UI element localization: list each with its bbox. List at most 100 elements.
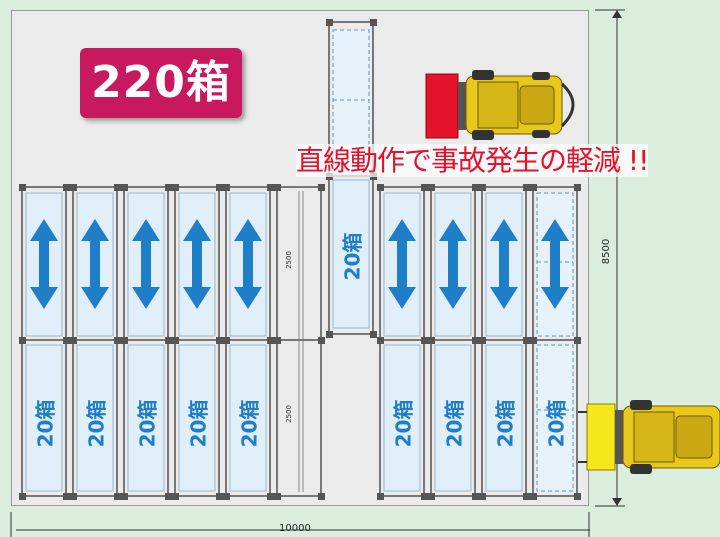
rack-post bbox=[326, 19, 333, 26]
storage-box bbox=[25, 344, 63, 492]
rack-post bbox=[121, 493, 128, 500]
aisle-storage-box bbox=[332, 179, 370, 329]
rack-post bbox=[172, 337, 179, 344]
rack-post bbox=[63, 184, 70, 191]
rack-post bbox=[267, 184, 274, 191]
box-count-label: 20箱 bbox=[237, 399, 262, 448]
box-count-label: 20箱 bbox=[391, 399, 416, 448]
double-arrow-icon bbox=[81, 219, 109, 241]
rack-post bbox=[216, 184, 223, 191]
rack-post bbox=[370, 19, 377, 26]
warning-caption: 直線動作で事故発生の軽減 !! bbox=[296, 143, 649, 179]
rack-post bbox=[523, 337, 530, 344]
double-arrow-icon bbox=[550, 239, 560, 289]
double-arrow-icon bbox=[490, 219, 518, 241]
box-count-label: 20箱 bbox=[135, 399, 160, 448]
storage-box bbox=[229, 344, 267, 492]
storage-box bbox=[383, 344, 421, 492]
rack-post bbox=[63, 337, 70, 344]
box-count-label: 20箱 bbox=[84, 399, 109, 448]
rack-post bbox=[70, 493, 77, 500]
total-boxes-badge: 220箱 bbox=[80, 48, 242, 118]
storage-box bbox=[485, 192, 523, 337]
rack-post bbox=[472, 337, 479, 344]
rack-post bbox=[377, 493, 384, 500]
box-count-label: 20箱 bbox=[493, 399, 518, 448]
double-arrow-icon bbox=[490, 287, 518, 309]
rack-post bbox=[165, 184, 172, 191]
rack-post bbox=[421, 184, 428, 191]
double-arrow-icon bbox=[397, 239, 407, 289]
rack-post bbox=[165, 337, 172, 344]
double-arrow-icon bbox=[90, 239, 100, 289]
rack-post bbox=[479, 337, 486, 344]
double-arrow-icon bbox=[30, 287, 58, 309]
rack-post bbox=[19, 337, 26, 344]
double-arrow-icon bbox=[439, 287, 467, 309]
rack-post bbox=[63, 493, 70, 500]
double-arrow-icon bbox=[234, 219, 262, 241]
rack-post bbox=[377, 337, 384, 344]
forklift-bottom-icon bbox=[578, 400, 720, 474]
double-arrow-icon bbox=[448, 239, 458, 289]
rack-post bbox=[19, 184, 26, 191]
double-arrow-icon bbox=[30, 219, 58, 241]
rack-post bbox=[70, 337, 77, 344]
rack-post bbox=[428, 337, 435, 344]
width-dimension: 10000 bbox=[279, 523, 311, 534]
double-arrow-icon bbox=[388, 287, 416, 309]
rack-post bbox=[472, 184, 479, 191]
dim-arrow-top-icon bbox=[612, 10, 622, 18]
rack-post bbox=[523, 493, 530, 500]
double-arrow-icon bbox=[183, 219, 211, 241]
rack-post bbox=[523, 184, 530, 191]
storage-box bbox=[127, 344, 165, 492]
rack-post bbox=[223, 337, 230, 344]
rack-post bbox=[574, 337, 581, 344]
rack-post bbox=[421, 493, 428, 500]
rack-post bbox=[114, 337, 121, 344]
storage-box bbox=[536, 344, 574, 492]
double-arrow-icon bbox=[234, 287, 262, 309]
rack-post bbox=[267, 493, 274, 500]
double-arrow-icon bbox=[439, 219, 467, 241]
rack-post bbox=[274, 184, 281, 191]
dim-arrow-bottom-icon bbox=[612, 498, 622, 506]
box-count-label: 20箱 bbox=[544, 399, 569, 448]
double-arrow-icon bbox=[81, 287, 109, 309]
rack-post bbox=[479, 184, 486, 191]
double-arrow-icon bbox=[39, 239, 49, 289]
rack-post bbox=[318, 337, 325, 344]
rack-post bbox=[223, 184, 230, 191]
rack-post bbox=[216, 493, 223, 500]
warning-text: 直線動作で事故発生の軽減 !! bbox=[296, 144, 649, 177]
rack-post bbox=[574, 184, 581, 191]
double-arrow-icon bbox=[192, 239, 202, 289]
rack-post bbox=[370, 331, 377, 338]
rack-post bbox=[172, 184, 179, 191]
double-arrow-icon bbox=[132, 219, 160, 241]
bay-dimension-lower: 2500 bbox=[284, 405, 293, 423]
storage-box bbox=[76, 344, 114, 492]
rack-post bbox=[121, 337, 128, 344]
rack-post bbox=[318, 493, 325, 500]
double-arrow-icon bbox=[141, 239, 151, 289]
rack-post bbox=[530, 493, 537, 500]
rack-post bbox=[318, 184, 325, 191]
rack-post bbox=[574, 493, 581, 500]
rack-post bbox=[19, 493, 26, 500]
rack-post bbox=[530, 184, 537, 191]
rack-post bbox=[274, 337, 281, 344]
box-count-label: 20箱 bbox=[33, 399, 58, 448]
rack-post bbox=[479, 493, 486, 500]
bay-dimension-upper: 2500 bbox=[284, 251, 293, 269]
rack-post bbox=[326, 331, 333, 338]
storage-box bbox=[178, 344, 216, 492]
rack-post bbox=[114, 184, 121, 191]
double-arrow-icon bbox=[541, 287, 569, 309]
rack-post bbox=[216, 337, 223, 344]
rack-post bbox=[121, 184, 128, 191]
double-arrow-icon bbox=[541, 219, 569, 241]
rack-post bbox=[472, 493, 479, 500]
